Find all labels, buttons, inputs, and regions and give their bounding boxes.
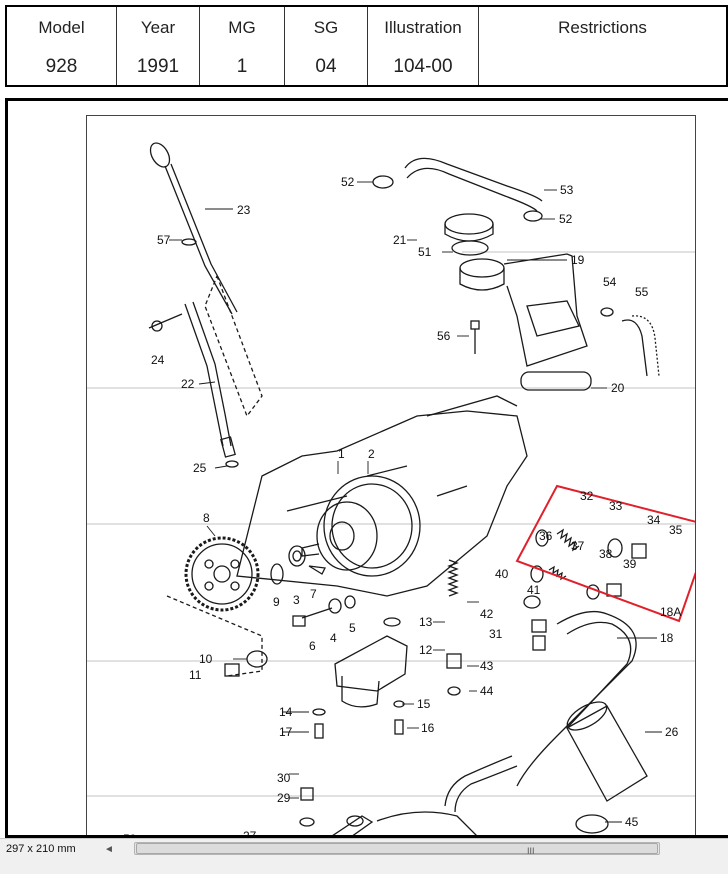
part-26-label: 26 (665, 725, 679, 739)
part-27-label: 27 (243, 829, 257, 838)
scroll-left-arrow-icon[interactable]: ◄ (104, 844, 114, 855)
model-label: Model (38, 18, 85, 37)
part-11-label: 11 (189, 668, 202, 682)
illustration-sheet: 23 57 24 22 25 52 53 52 21 51 19 54 55 5… (86, 115, 696, 838)
model-value: 928 (45, 56, 78, 77)
illustration-frame: 23 57 24 22 25 52 53 52 21 51 19 54 55 5… (5, 98, 728, 838)
part-51-label: 51 (418, 245, 432, 259)
part-39-label: 39 (623, 557, 637, 571)
part-5-label: 5 (349, 621, 356, 635)
part-17-label: 17 (279, 725, 293, 739)
part-33-label: 33 (609, 499, 623, 513)
part-56-label: 56 (437, 329, 451, 343)
mg-label: MG (228, 18, 256, 37)
mg-value: 1 (236, 56, 248, 77)
part-50-label: 50 (123, 832, 137, 838)
sg-label: SG (313, 18, 339, 37)
sg-value: 04 (315, 56, 337, 77)
part-24-label: 24 (151, 353, 165, 367)
part-29-label: 29 (277, 791, 291, 805)
year-value: 1991 (136, 56, 180, 77)
part-12-label: 12 (419, 643, 433, 657)
part-14-label: 14 (279, 705, 293, 719)
part-10-label: 10 (199, 652, 213, 666)
part-19-label: 19 (571, 253, 585, 267)
dipstick-handle (149, 142, 171, 168)
part-18-label: 18 (660, 631, 674, 645)
part-52-label-right: 52 (559, 212, 573, 226)
part-18a-label: 18A (660, 605, 681, 619)
part-36-label: 36 (539, 529, 553, 543)
illustration-value: 104-00 (393, 56, 453, 77)
part-3-label: 3 (293, 593, 300, 607)
part-4-label: 4 (330, 631, 337, 645)
scrollbar-grip: III (527, 846, 535, 856)
part-1-label: 1 (338, 447, 345, 461)
mg-cell: MG 1 (199, 7, 285, 85)
part-2-label: 2 (368, 447, 375, 461)
part-35-label: 35 (669, 523, 683, 537)
part-31-label: 31 (489, 627, 503, 641)
part-21-label: 21 (393, 233, 407, 247)
part-8-label: 8 (203, 511, 210, 525)
part-25-label: 25 (193, 461, 207, 475)
part-37-label: 37 (571, 539, 585, 553)
sg-cell: SG 04 (284, 7, 368, 85)
part-40-label: 40 (495, 567, 509, 581)
year-cell: Year 1991 (116, 7, 200, 85)
illustration-label: Illustration (384, 18, 462, 37)
part-45-label: 45 (625, 815, 639, 829)
model-cell: Model 928 (7, 7, 117, 85)
part-6-label: 6 (309, 639, 316, 653)
part-15-label: 15 (417, 697, 431, 711)
part-34-label: 34 (647, 513, 661, 527)
part-30-label: 30 (277, 771, 291, 785)
part-57-label: 57 (157, 233, 171, 247)
part-16-label: 16 (421, 721, 435, 735)
part-32-label: 32 (580, 489, 594, 503)
scrollbar-thumb[interactable]: III (136, 843, 658, 856)
part-20-label: 20 (611, 381, 625, 395)
part-55-label: 55 (635, 285, 649, 299)
part-42-label: 42 (480, 607, 494, 621)
part-41-label: 41 (527, 583, 541, 597)
part-43-label: 43 (480, 659, 494, 673)
part-38-label: 38 (599, 547, 613, 561)
page-dimensions: 297 x 210 mm (6, 843, 76, 855)
part-9-label: 9 (273, 595, 280, 609)
part-23-label: 23 (237, 203, 251, 217)
header-table: Model 928 Year 1991 MG 1 SG 04 Illustration 1… (5, 5, 728, 87)
part-7-label: 7 (310, 587, 317, 601)
part-22-label: 22 (181, 377, 195, 391)
part-54-label: 54 (603, 275, 617, 289)
part-52-label-top: 52 (341, 175, 355, 189)
highlight-box (515, 484, 695, 623)
part-13-label: 13 (419, 615, 433, 629)
illustration-cell: Illustration 104-00 (367, 7, 479, 85)
year-label: Year (140, 18, 176, 37)
restrictions-label: Restrictions (558, 18, 647, 37)
restrictions-cell: Restrictions (478, 7, 726, 85)
part-44-label: 44 (480, 684, 494, 698)
status-bar: 297 x 210 mm ◄ III (0, 838, 728, 874)
part-53-label: 53 (560, 183, 574, 197)
exploded-parts-diagram: 23 57 24 22 25 52 53 52 21 51 19 54 55 5… (87, 142, 695, 838)
